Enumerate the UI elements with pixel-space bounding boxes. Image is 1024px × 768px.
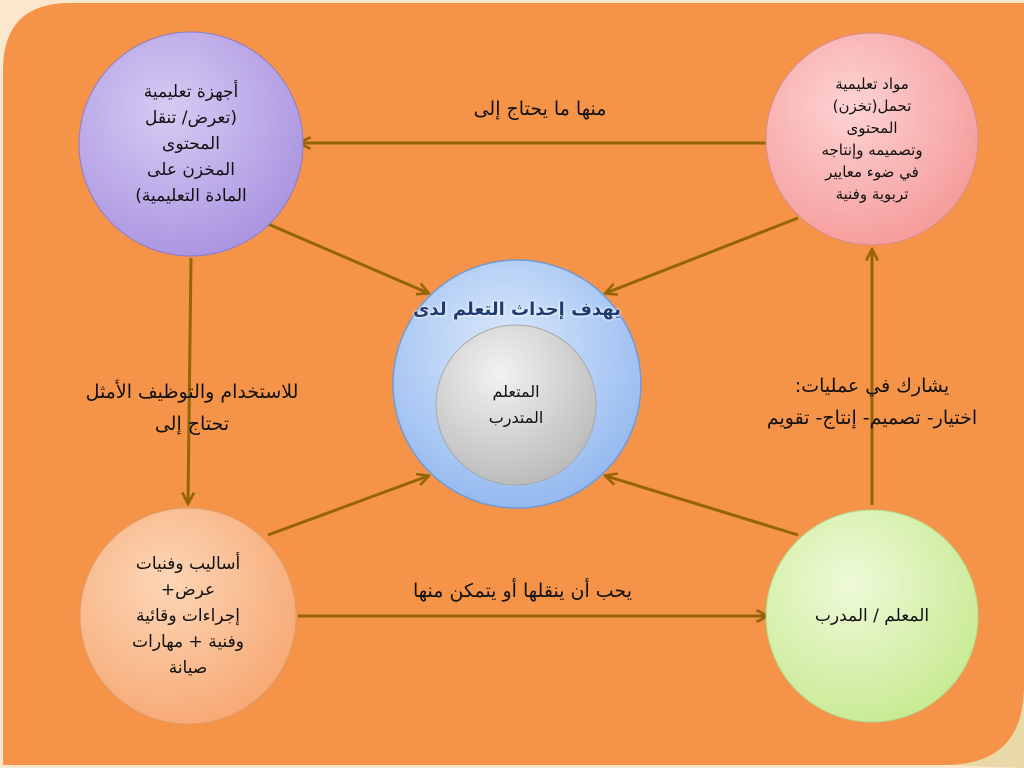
edge-label-bottom: يحب أن ينقلها أو يتمكن منها	[413, 580, 632, 602]
edge-label-top: منها ما يحتاج إلى	[473, 98, 607, 120]
node-top-left-circle	[78, 31, 304, 257]
arrow-bottom-right-to-center	[606, 476, 799, 537]
center-title: يهدف إحداث التعلم لدى	[412, 299, 622, 320]
node-bottom-left-circle	[79, 507, 297, 725]
node-educational-devices: أجهزة تعليمية (تعرض/ تنقل المحتوى المخزن…	[86, 39, 296, 249]
node-educational-materials-text: مواد تعليمية تحمل(تخزن) المحتوى وتصميمه …	[821, 75, 923, 203]
arrow-top-right-to-center	[606, 216, 799, 293]
node-educational-devices-text: أجهزة تعليمية (تعرض/ تنقل المحتوى المخزن…	[135, 82, 247, 206]
arrow-top-left-to-center	[267, 222, 428, 293]
node-methods-techniques: أساليب وفنيات عرض+ إجراءات وقائية وفنية …	[84, 510, 292, 722]
edge-label-right: يشارك في عمليات: اختيار- تصميم- إنتاج- ت…	[766, 375, 978, 429]
node-educational-materials: مواد تعليمية تحمل(تخزن) المحتوى وتصميمه …	[772, 39, 972, 239]
node-teacher-trainer-text: المعلم / المدرب	[814, 606, 930, 626]
arrow-top-left-to-bottom-left	[188, 257, 191, 503]
edge-label-left: للاستخدام والتوظيف الأمثل تحتاج إلى	[85, 381, 299, 435]
node-bottom-right-circle	[765, 509, 979, 723]
node-methods-techniques-text: أساليب وفنيات عرض+ إجراءات وقائية وفنية …	[132, 554, 244, 678]
center-inner-circle	[435, 324, 597, 486]
node-learner-trainee: المتعلم المتدرب	[436, 325, 596, 485]
arrow-bottom-left-to-center	[267, 476, 428, 537]
node-teacher-trainer: المعلم / المدرب	[766, 510, 978, 722]
slide-corner-accent	[945, 690, 1024, 768]
node-learner-trainee-text: المتعلم المتدرب	[488, 382, 544, 427]
node-top-right-circle	[765, 32, 979, 246]
